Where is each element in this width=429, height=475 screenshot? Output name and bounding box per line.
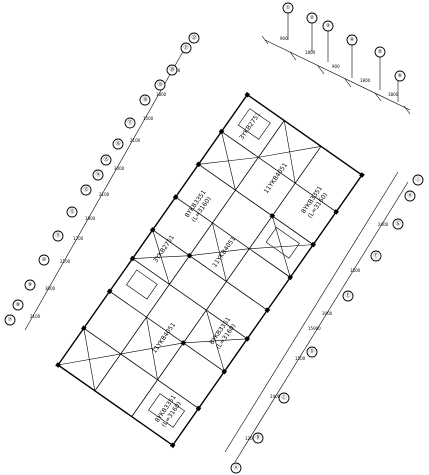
svg-text:⑨: ⑨ — [28, 282, 32, 288]
svg-text:3000: 3000 — [45, 286, 56, 291]
svg-text:1800: 1800 — [360, 78, 371, 83]
svg-text:3YKB2751: 3YKB2751 — [238, 111, 262, 141]
svg-text:Ⓑ: Ⓑ — [255, 434, 260, 441]
svg-text:Ⓐ: Ⓐ — [233, 464, 238, 471]
svg-text:Ⓔ: Ⓔ — [345, 292, 350, 299]
svg-text:③: ③ — [326, 23, 330, 29]
svg-text:1800: 1800 — [85, 216, 96, 221]
grid-bubbles-right: Ⓐ Ⓑ Ⓒ Ⓓ Ⓔ Ⓕ Ⓖ Ⓗ Ⓘ — [230, 174, 424, 474]
svg-text:Ⓖ: Ⓖ — [395, 220, 400, 227]
svg-text:2400: 2400 — [270, 394, 281, 399]
svg-text:⑥: ⑥ — [398, 73, 403, 79]
svg-text:2400: 2400 — [378, 222, 389, 227]
svg-text:⑬: ⑬ — [83, 186, 88, 193]
svg-text:⑤: ⑤ — [378, 49, 382, 55]
svg-text:⑮: ⑮ — [103, 156, 108, 163]
svg-text:1800: 1800 — [156, 92, 167, 97]
svg-text:3000: 3000 — [322, 311, 333, 316]
svg-text:⑰: ⑰ — [127, 119, 132, 126]
svg-text:⑲: ⑲ — [157, 81, 162, 88]
column — [55, 362, 61, 368]
svg-text:2100: 2100 — [30, 314, 41, 319]
svg-text:Ⓗ: Ⓗ — [407, 192, 412, 199]
svg-text:Ⓕ: Ⓕ — [373, 252, 378, 259]
svg-text:2100: 2100 — [130, 138, 141, 143]
svg-text:3YKB2751: 3YKB2751 — [152, 234, 176, 264]
svg-text:2100: 2100 — [60, 259, 71, 264]
svg-text:2100: 2100 — [99, 192, 110, 197]
top-dimension-chain: 900 1800 900 1800 1800 — [261, 10, 411, 115]
grid-bubbles-top: ① ② ③ ④ ⑤ ⑥ — [282, 2, 406, 82]
grid-id: ① — [286, 5, 291, 11]
svg-text:⑦: ⑦ — [8, 317, 13, 323]
svg-text:㉒: ㉒ — [191, 34, 196, 41]
svg-text:⑯: ⑯ — [115, 140, 120, 147]
svg-text:11YKB4051: 11YKB4051 — [211, 235, 237, 268]
svg-text:⑭: ⑭ — [95, 171, 100, 178]
svg-text:1500: 1500 — [143, 116, 154, 121]
grid-bubbles-left: ⑦ ⑧ ⑨ ⑩ ⑪ ⑫ ⑬ ⑭ ⑮ ⑯ ⑰ ⑱ ⑲ ⑳ — [4, 32, 200, 326]
plan-drawing: 11YKB4051 11YKB4051 11YKB4051 8YKB3351 (… — [4, 2, 424, 474]
svg-text:②: ② — [310, 15, 315, 21]
svg-text:1500: 1500 — [350, 268, 361, 273]
svg-text:1800: 1800 — [388, 92, 399, 97]
svg-text:⑧: ⑧ — [16, 302, 21, 308]
svg-text:15900: 15900 — [308, 326, 321, 331]
slab-label: 11YKB4051 — [151, 321, 177, 354]
svg-text:1500: 1500 — [295, 356, 306, 361]
svg-text:3000: 3000 — [114, 166, 125, 171]
svg-text:Ⓘ: Ⓘ — [415, 176, 420, 183]
svg-text:㉑: ㉑ — [183, 44, 188, 51]
svg-text:⑫: ⑫ — [69, 208, 74, 215]
svg-text:900: 900 — [280, 36, 288, 41]
svg-text:1800: 1800 — [305, 50, 316, 55]
svg-text:11YKB4051: 11YKB4051 — [263, 162, 289, 195]
right-dimension-chain: 1200 2400 1500 3000 1500 2400 15900 — [224, 171, 409, 463]
svg-text:Ⓒ: Ⓒ — [281, 394, 286, 401]
building-outline: 11YKB4051 11YKB4051 11YKB4051 8YKB3351 (… — [55, 91, 365, 449]
svg-text:⑩: ⑩ — [42, 257, 47, 263]
svg-text:900: 900 — [332, 64, 340, 69]
svg-text:⑳: ⑳ — [169, 66, 174, 73]
svg-text:⑱: ⑱ — [142, 96, 147, 103]
svg-text:⑪: ⑪ — [55, 232, 60, 239]
svg-text:④: ④ — [350, 37, 355, 43]
svg-text:1200: 1200 — [245, 436, 256, 441]
svg-text:Ⓓ: Ⓓ — [309, 348, 314, 355]
svg-text:1200: 1200 — [73, 236, 84, 241]
